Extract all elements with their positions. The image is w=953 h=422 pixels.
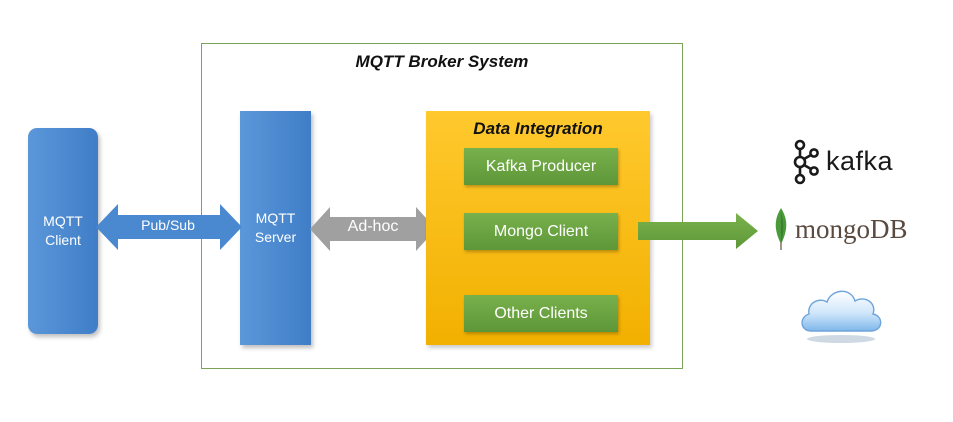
kafka-logo-icon — [793, 139, 819, 185]
mqtt-server-block: MQTT Server — [240, 111, 311, 345]
mqtt-client-label-line2: Client — [45, 232, 81, 248]
pubsub-arrow — [96, 204, 242, 250]
kafka-logo-text: kafka — [826, 146, 894, 176]
mqtt-server-label-line2: Server — [254, 229, 297, 245]
mongo-client-box: Mongo Client — [464, 213, 618, 250]
mongodb-logo-prefix: mongo — [795, 214, 871, 244]
mongodb-leaf-icon — [775, 208, 787, 250]
mqtt-client-label-line1: MQTT — [43, 213, 83, 229]
output-arrow — [638, 213, 758, 249]
mongodb-logo-suffix: DB — [870, 214, 908, 244]
cloud-icon — [801, 290, 882, 343]
system-title: MQTT Broker System — [355, 52, 529, 71]
adhoc-arrow — [310, 207, 436, 251]
mqtt-server-label-line1: MQTT — [255, 210, 296, 226]
pubsub-label: Pub/Sub — [141, 217, 195, 233]
kafka-producer-box: Kafka Producer — [464, 148, 618, 185]
other-clients-box: Other Clients — [464, 295, 618, 332]
data-integration-title: Data Integration — [473, 119, 603, 138]
mqtt-client-block: MQTT Client — [28, 128, 98, 334]
mqtt-broker-system-frame — [201, 43, 683, 369]
mongodb-logo-text: mongoDB — [795, 214, 908, 245]
adhoc-label: Ad-hoc — [347, 218, 399, 235]
